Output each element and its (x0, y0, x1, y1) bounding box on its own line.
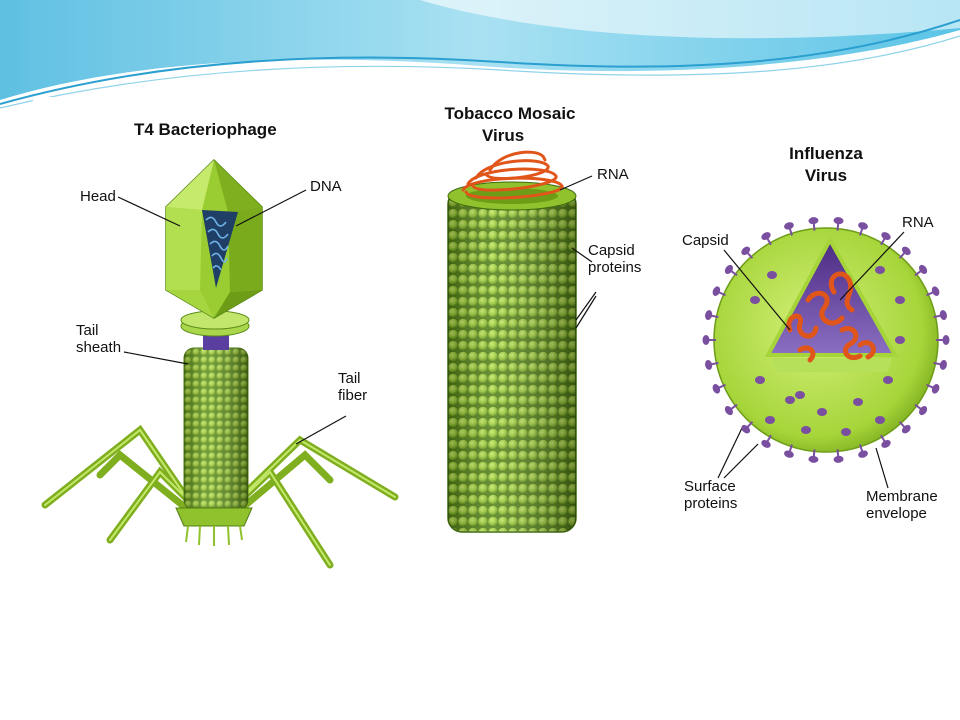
label-membrane-line2: envelope (866, 505, 927, 522)
surface-protein (724, 405, 733, 416)
surface-protein (901, 424, 911, 434)
surface-protein (741, 246, 751, 256)
surface-protein (705, 360, 713, 370)
surface-protein (705, 310, 713, 320)
label-flu-capsid: Capsid (682, 232, 729, 249)
label-membrane-line1: Membrane (866, 488, 938, 505)
label-tail-fiber-line2: fiber (338, 387, 368, 404)
t4-bacteriophage (41, 158, 399, 569)
surface-protein (712, 384, 721, 394)
surface-protein (808, 217, 819, 225)
label-tail-sheath-line2: sheath (76, 339, 122, 356)
surface-protein (784, 450, 794, 458)
influenza-virus (713, 227, 939, 453)
label-flu-rna: RNA (902, 214, 934, 231)
surface-proteins (702, 217, 950, 463)
surface-protein (931, 286, 940, 296)
header-swoosh-line (0, 19, 960, 105)
surface-protein (858, 450, 868, 458)
label-tail-fiber: Tail fiber (338, 370, 367, 404)
label-tail-sheath: Tail sheath (76, 322, 121, 356)
surface-protein (750, 296, 760, 304)
phage-head (165, 158, 263, 319)
tmv-title-line2: Virus (482, 126, 525, 145)
surface-protein (767, 271, 777, 279)
surface-protein (801, 426, 811, 434)
surface-protein (875, 266, 885, 274)
surface-protein (875, 416, 885, 424)
flu-title: Influenza Virus (776, 143, 876, 187)
surface-protein (741, 424, 751, 434)
surface-protein (919, 405, 928, 416)
influenza-rna (786, 271, 876, 363)
leader-lines (117, 175, 905, 489)
label-tmv-capsid-line1: Capsid (588, 242, 635, 259)
tmv-rna-helix (461, 150, 564, 200)
surface-protein (785, 396, 795, 404)
surface-protein (795, 391, 805, 399)
surface-protein (881, 439, 891, 448)
surface-protein (808, 455, 819, 463)
surface-protein (755, 376, 765, 384)
surface-protein (761, 439, 771, 448)
surface-protein (702, 335, 710, 345)
surface-protein (761, 232, 771, 241)
surface-protein (858, 222, 868, 230)
flu-title-line1: Influenza (789, 144, 863, 163)
surface-protein (724, 264, 733, 275)
surface-protein (853, 398, 863, 406)
surface-protein (881, 232, 891, 241)
label-surface-line2: proteins (684, 495, 738, 512)
label-tail-sheath-line1: Tail (76, 322, 99, 339)
label-membrane-envelope: Membrane envelope (866, 488, 938, 522)
tmv-title-line1: Tobacco Mosaic (444, 104, 576, 123)
surface-protein (942, 335, 950, 345)
tmv-title: Tobacco Mosaic Virus (430, 103, 590, 147)
surface-protein (883, 376, 893, 384)
phage-title: T4 Bacteriophage (134, 120, 277, 139)
label-surface-line1: Surface (684, 478, 736, 495)
flu-title-line2: Virus (804, 166, 848, 185)
surface-protein (939, 310, 947, 320)
surface-protein (817, 408, 827, 416)
surface-protein (931, 384, 940, 394)
tobacco-mosaic-virus (447, 150, 577, 533)
surface-protein (901, 246, 911, 256)
base-plate (175, 507, 253, 527)
surface-protein (895, 296, 905, 304)
surface-protein (939, 360, 947, 370)
surface-protein (833, 455, 844, 463)
surface-protein (841, 428, 851, 436)
label-head: Head (80, 188, 116, 205)
surface-protein (765, 416, 775, 424)
surface-protein (833, 217, 844, 225)
label-tail-fiber-line1: Tail (338, 370, 361, 387)
label-tmv-rna: RNA (597, 166, 629, 183)
header-swoosh-highlight (420, 0, 960, 39)
label-dna: DNA (310, 178, 342, 195)
surface-protein (895, 336, 905, 344)
label-surface-proteins: Surface proteins (684, 478, 737, 512)
surface-protein (784, 222, 794, 230)
surface-protein (919, 264, 928, 275)
label-tmv-capsid: Capsid proteins (588, 242, 641, 276)
surface-protein (712, 286, 721, 296)
label-tmv-capsid-line2: proteins (588, 259, 642, 276)
